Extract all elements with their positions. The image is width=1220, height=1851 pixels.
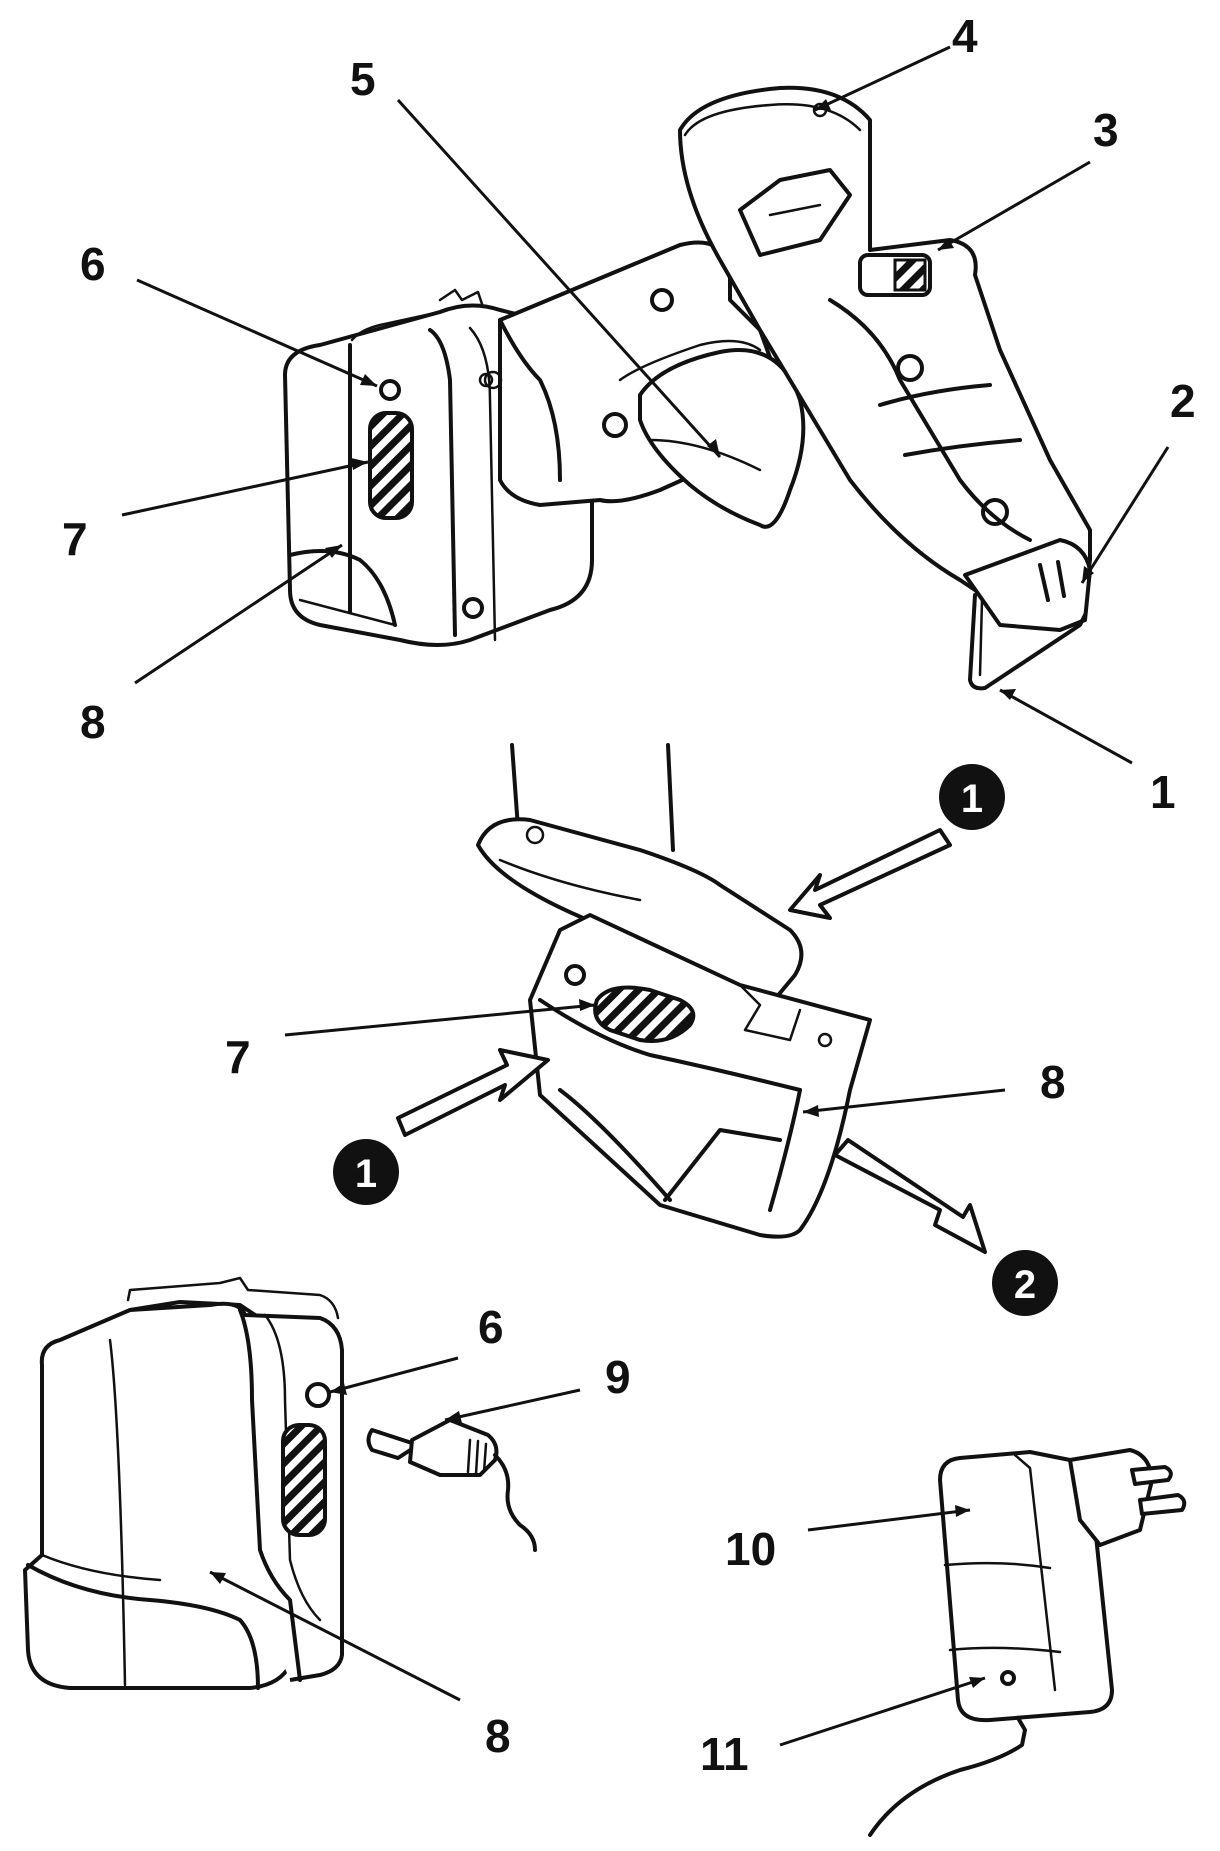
callout-7: 7 (62, 513, 88, 565)
svg-text:1: 1 (961, 777, 983, 821)
leader-battery-6-head (330, 1383, 347, 1395)
step-marker-1-top: 1 (939, 764, 1005, 830)
callout-2: 2 (1170, 375, 1196, 427)
callout-plug-9: 9 (605, 1351, 631, 1403)
battery-detach-drawing: 1 1 2 7 8 (225, 743, 1066, 1316)
leader-charger-11-head (969, 1677, 985, 1688)
leader-plug-9-head (445, 1411, 462, 1423)
leader-5 (396, 98, 722, 459)
leader-3 (937, 160, 1091, 252)
gun-handle (678, 85, 1092, 612)
leader-8-head (325, 545, 342, 558)
leader-detach-8 (802, 1088, 1006, 1114)
leader-1-head (1000, 689, 1016, 700)
push-arrow-top (788, 828, 952, 920)
leader-8 (134, 543, 343, 685)
leader-battery-8 (209, 1570, 461, 1702)
callout-1: 1 (1150, 766, 1176, 818)
leader-1 (999, 688, 1133, 765)
callout-detach-8: 8 (1040, 1056, 1066, 1108)
leader-7-head (351, 458, 368, 470)
step-marker-1-left: 1 (333, 1139, 399, 1205)
pull-arrow-right (833, 1138, 987, 1254)
leader-2-head (1082, 566, 1094, 583)
step-marker-2: 2 (992, 1250, 1058, 1316)
svg-text:2: 2 (1014, 1263, 1036, 1307)
leader-6 (136, 278, 378, 388)
trigger (638, 348, 806, 529)
svg-text:1: 1 (355, 1152, 377, 1196)
leader-detach-8-head (803, 1105, 819, 1117)
callout-charger-10: 10 (725, 1523, 776, 1575)
callout-battery-6: 6 (478, 1301, 504, 1353)
callout-detach-7: 7 (225, 1031, 251, 1083)
leader-6-head (360, 374, 377, 386)
leader-battery-8-head (210, 1572, 226, 1584)
leader-4 (814, 45, 951, 112)
charger-adapter-drawing: 10 11 (700, 1448, 1187, 1837)
callout-4: 4 (952, 10, 978, 62)
battery-pack-drawing: 6 8 (23, 1276, 511, 1762)
leader-3-head (938, 238, 954, 250)
callout-6: 6 (80, 238, 106, 290)
callout-battery-8: 8 (485, 1710, 511, 1762)
leader-5-head (707, 439, 720, 457)
dc-plug-drawing: 9 (366, 1351, 631, 1552)
push-arrow-left (396, 1048, 550, 1137)
leader-4-head (815, 99, 831, 110)
callout-5: 5 (350, 53, 376, 105)
callout-8: 8 (80, 696, 106, 748)
leader-charger-10 (807, 1508, 971, 1532)
callout-3: 3 (1093, 104, 1119, 156)
leader-detach-7-head (579, 999, 595, 1011)
callout-charger-11: 11 (700, 1728, 749, 1780)
leader-charger-10-head (955, 1505, 970, 1517)
leader-charger-11 (779, 1676, 986, 1747)
nozzle-and-stand (963, 538, 1092, 691)
leader-plug-9 (444, 1388, 581, 1422)
leader-battery-6 (329, 1356, 459, 1394)
glue-gun-drawing: 1 2 3 4 5 6 7 8 (62, 10, 1196, 818)
leader-2 (1080, 446, 1170, 584)
leader-detach-7 (284, 1003, 596, 1037)
leader-7 (121, 460, 369, 517)
